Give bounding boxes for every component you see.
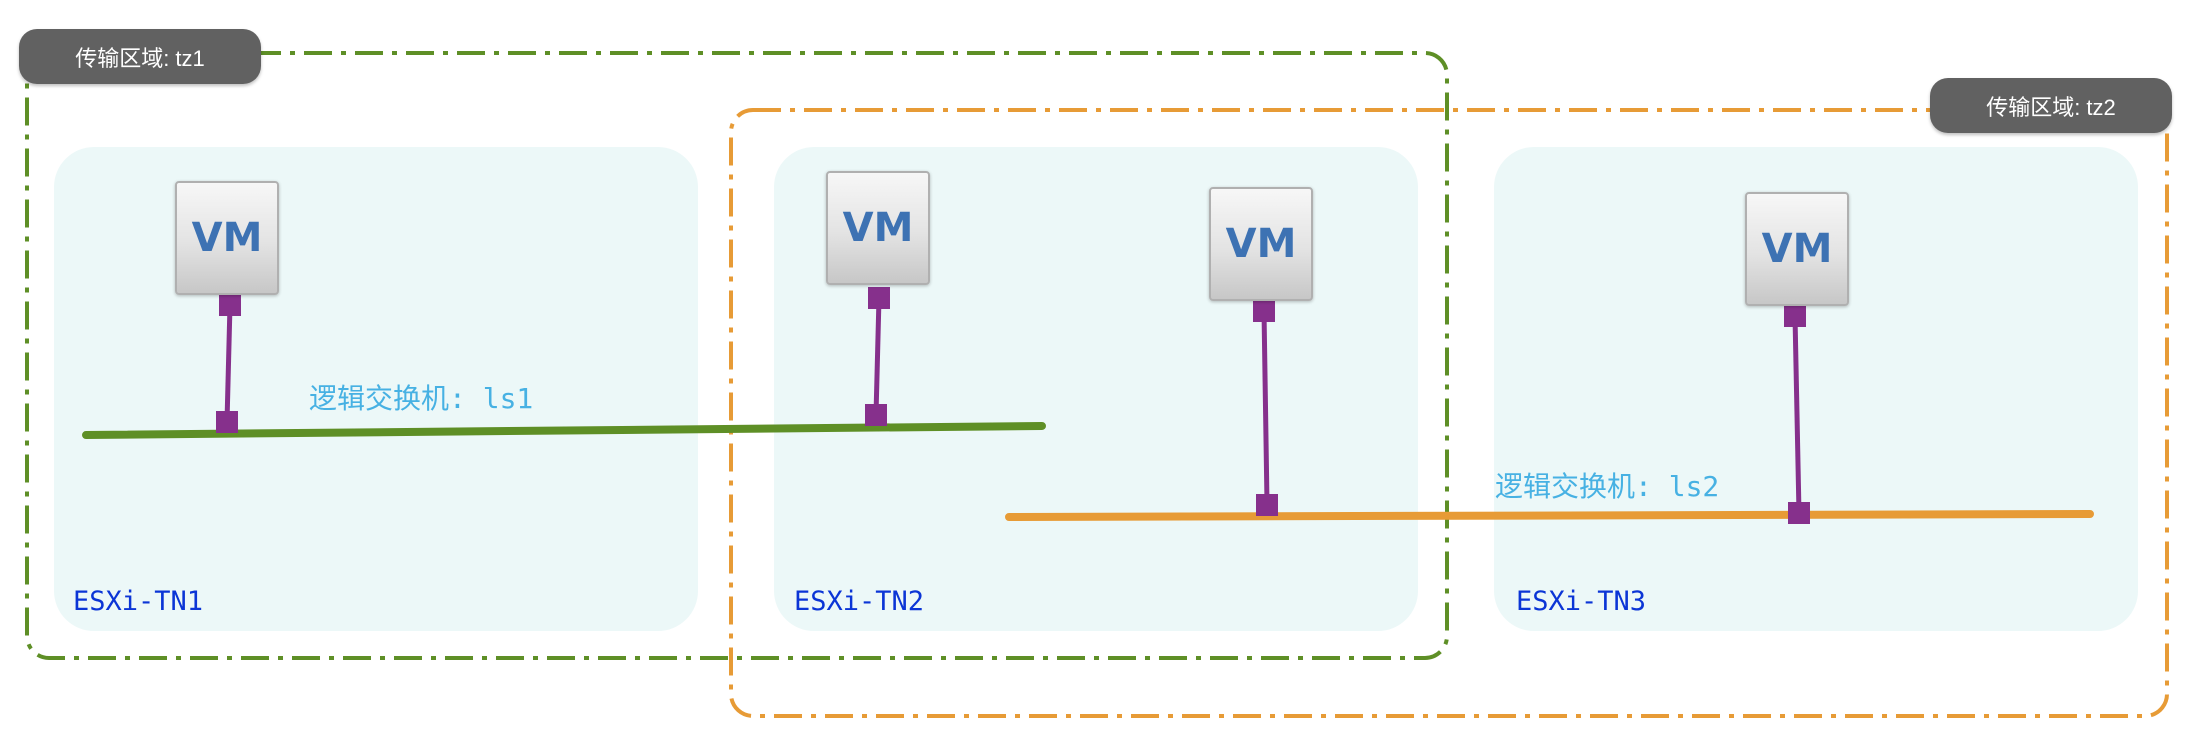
vm-link [224, 304, 233, 423]
vm-icon[interactable]: VM [1209, 187, 1313, 301]
host-label-tn3: ESXi-TN3 [1516, 586, 1647, 617]
vm-icon[interactable]: VM [826, 171, 930, 285]
logical-switch-ls2-line [1005, 510, 2094, 521]
vm-icon[interactable]: VM [175, 181, 279, 295]
switch-port [865, 404, 887, 426]
vm-port [1253, 300, 1275, 322]
transport-zone-tz1-tag: 传输区域: tz1 [19, 29, 261, 84]
logical-switch-ls1-label: 逻辑交换机: ls1 [309, 382, 534, 415]
host-box-tn1 [54, 147, 698, 631]
transport-zone-tz2-boundary [729, 108, 2169, 718]
host-label-tn2: ESXi-TN2 [794, 586, 925, 617]
host-label-tn1: ESXi-TN1 [73, 586, 204, 617]
switch-port [1256, 494, 1278, 516]
vm-link [873, 297, 882, 416]
transport-zone-tz1-boundary [25, 51, 1449, 660]
switch-port [1788, 502, 1810, 524]
transport-zone-tz2-tag: 传输区域: tz2 [1930, 78, 2172, 133]
switch-port [216, 411, 238, 433]
vm-link [1261, 310, 1270, 504]
vm-port [868, 287, 890, 309]
vm-link [1792, 315, 1802, 514]
vm-icon[interactable]: VM [1745, 192, 1849, 306]
vm-port [1784, 305, 1806, 327]
vm-port [219, 294, 241, 316]
logical-switch-ls1-line [82, 422, 1046, 439]
logical-switch-ls2-label: 逻辑交换机: ls2 [1495, 470, 1720, 503]
